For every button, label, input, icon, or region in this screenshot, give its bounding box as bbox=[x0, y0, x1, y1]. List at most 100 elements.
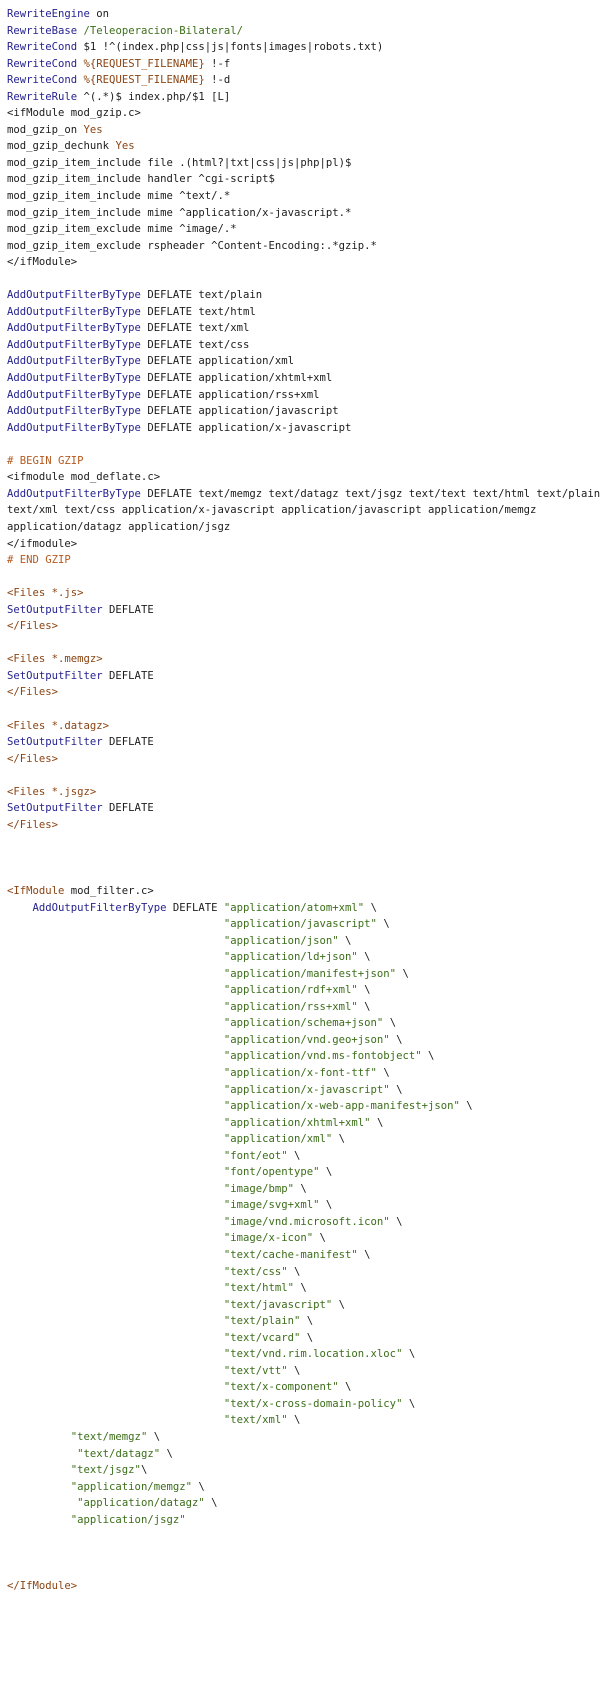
code-token: "application/memgz" bbox=[70, 1480, 192, 1493]
code-line: RewriteEngine on bbox=[7, 6, 600, 23]
code-token bbox=[7, 1216, 224, 1228]
code-token: %{REQUEST_FILENAME} bbox=[77, 74, 205, 87]
code-token bbox=[7, 1266, 224, 1278]
code-line: RewriteBase /Teleoperacion-Bilateral/ bbox=[7, 23, 600, 40]
code-line: "text/xml" \ bbox=[7, 1412, 600, 1429]
code-token: SetOutputFilter bbox=[7, 669, 103, 682]
code-line: AddOutputFilterByType DEFLATE text/css bbox=[7, 337, 600, 354]
code-token: <Files *.jsgz> bbox=[7, 785, 97, 798]
code-line: "font/eot" \ bbox=[7, 1148, 600, 1165]
code-token: "font/opentype" bbox=[223, 1166, 320, 1179]
code-line: "application/xml" \ bbox=[7, 1131, 600, 1148]
code-line: AddOutputFilterByType DEFLATE applicatio… bbox=[7, 370, 600, 387]
code-token bbox=[7, 1299, 224, 1311]
code-token: mod_gzip_dechunk bbox=[7, 140, 116, 153]
code-line: </ifModule> bbox=[7, 254, 600, 271]
code-token: \ bbox=[332, 1133, 346, 1146]
code-line: # END GZIP bbox=[7, 552, 600, 569]
code-token: application/datagz application/jsgz bbox=[7, 520, 231, 533]
code-token: mod_gzip_item_exclude rspheader ^Content… bbox=[7, 239, 377, 252]
code-token: \ bbox=[160, 1447, 173, 1460]
code-token: RewriteCond bbox=[7, 74, 78, 87]
code-token: \ bbox=[357, 984, 371, 997]
code-token: \ bbox=[313, 1232, 326, 1245]
code-token bbox=[7, 1199, 224, 1211]
code-token: DEFLATE text/css bbox=[140, 338, 250, 351]
code-token: \ bbox=[364, 901, 377, 914]
code-token: SetOutputFilter bbox=[7, 736, 103, 749]
code-token: \ bbox=[147, 1431, 161, 1444]
code-token: "text/vtt" bbox=[223, 1364, 288, 1377]
code-token: \ bbox=[376, 1067, 390, 1079]
code-line bbox=[7, 635, 600, 652]
code-line bbox=[7, 833, 600, 850]
code-line: mod_gzip_item_include mime ^text/.* bbox=[7, 188, 600, 205]
code-token: Yes bbox=[83, 123, 103, 136]
code-line: AddOutputFilterByType DEFLATE text/plain bbox=[7, 287, 600, 304]
code-line: <Files *.js> bbox=[7, 585, 600, 602]
code-line: SetOutputFilter DEFLATE bbox=[7, 800, 600, 817]
code-line: RewriteCond %{REQUEST_FILENAME} !-f bbox=[7, 56, 600, 73]
code-token: "text/html" bbox=[223, 1282, 295, 1295]
code-line: SetOutputFilter DEFLATE bbox=[7, 668, 600, 685]
code-line: "application/rss+xml" \ bbox=[7, 999, 600, 1016]
code-token: "text/x-component" bbox=[223, 1381, 339, 1394]
code-token: \ bbox=[357, 1249, 371, 1262]
code-token: DEFLATE text/plain bbox=[140, 289, 263, 302]
code-token: AddOutputFilterByType bbox=[7, 305, 141, 318]
code-line: AddOutputFilterByType DEFLATE text/memgz… bbox=[7, 486, 600, 503]
code-line: "application/manifest+json" \ bbox=[7, 966, 600, 983]
code-token bbox=[7, 1514, 71, 1526]
code-token: AddOutputFilterByType bbox=[7, 355, 141, 368]
code-line: RewriteCond $1 !^(index.php|css|js|fonts… bbox=[7, 39, 600, 56]
code-token: mod_gzip_item_include handler ^cgi-scrip… bbox=[7, 173, 275, 186]
code-token: \ bbox=[300, 1315, 314, 1328]
code-token bbox=[7, 1381, 224, 1393]
code-line: AddOutputFilterByType DEFLATE applicatio… bbox=[7, 420, 600, 437]
code-token: mod_gzip_item_include mime ^application/… bbox=[7, 206, 352, 219]
code-token: "application/ld+json" bbox=[223, 951, 358, 964]
code-token: "application/datagz" bbox=[77, 1497, 205, 1510]
code-token bbox=[7, 1332, 224, 1344]
code-token: AddOutputFilterByType bbox=[7, 372, 141, 385]
code-token: DEFLATE text/html bbox=[140, 305, 256, 318]
code-line bbox=[7, 1545, 600, 1562]
code-line: "application/x-web-app-manifest+json" \ bbox=[7, 1098, 600, 1115]
code-line: "application/jsgz" bbox=[7, 1512, 600, 1529]
code-token: AddOutputFilterByType bbox=[7, 405, 141, 418]
code-line: <IfModule mod_filter.c> bbox=[7, 883, 600, 900]
code-line bbox=[7, 850, 600, 867]
code-token: "text/x-cross-domain-policy" bbox=[223, 1397, 403, 1410]
code-token bbox=[7, 918, 224, 930]
code-token: \ bbox=[338, 934, 352, 947]
code-token: RewriteCond bbox=[7, 57, 78, 70]
code-line: <ifModule mod_gzip.c> bbox=[7, 105, 600, 122]
code-token: <Files *.memgz> bbox=[7, 653, 103, 666]
code-line: </IfModule> bbox=[7, 1578, 600, 1595]
code-token: \ bbox=[389, 1083, 403, 1096]
code-token: DEFLATE text/memgz text/datagz text/jsgz… bbox=[140, 487, 600, 500]
code-token: \ bbox=[319, 1166, 333, 1179]
code-token: \ bbox=[300, 1331, 314, 1344]
code-token: "application/jsgz" bbox=[70, 1513, 186, 1526]
code-line: AddOutputFilterByType DEFLATE text/xml bbox=[7, 320, 600, 337]
code-token bbox=[7, 1133, 224, 1145]
code-token bbox=[7, 1034, 224, 1046]
code-token: "application/x-web-app-manifest+json" bbox=[223, 1100, 460, 1113]
code-line: "text/datagz" \ bbox=[7, 1446, 600, 1463]
code-line bbox=[7, 866, 600, 883]
code-token: DEFLATE application/javascript bbox=[140, 405, 339, 418]
code-token: $1 !^(index.php|css|js|fonts|images|robo… bbox=[77, 41, 384, 54]
code-token: <Files *.datagz> bbox=[7, 719, 110, 732]
code-line: RewriteCond %{REQUEST_FILENAME} !-d bbox=[7, 72, 600, 89]
code-token: \ bbox=[294, 1282, 307, 1295]
code-line bbox=[7, 436, 600, 453]
code-line: "text/jsgz"\ bbox=[7, 1462, 600, 1479]
code-line: "text/css" \ bbox=[7, 1264, 600, 1281]
code-token: </ifmodule> bbox=[7, 537, 78, 550]
code-token: <IfModule bbox=[7, 884, 65, 897]
code-token: \ bbox=[396, 967, 409, 980]
code-token: RewriteBase bbox=[7, 24, 78, 37]
code-token: AddOutputFilterByType bbox=[32, 901, 167, 914]
